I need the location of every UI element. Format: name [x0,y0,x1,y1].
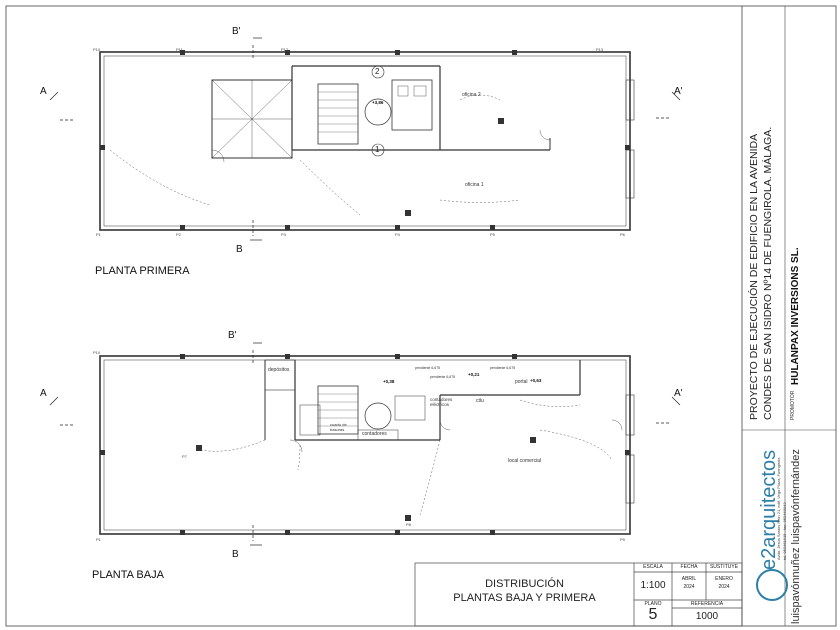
room-contadores: contadores [362,431,387,437]
grid-label-p13: P13 [596,47,604,52]
grid-label-p4: P4 [395,232,400,237]
room-local-comercial: local comercial [508,458,542,464]
replaces-value-year: 2024 [718,584,730,590]
section-marks-upper [49,37,681,241]
firm-address: Avda. Jesús Santos Rein 21, edif. Vega P… [776,457,781,560]
promotor-value: HULANPAX INVERSIONS SL. [790,247,801,385]
sheet-frame [5,5,837,627]
firm-logo-icon [756,569,788,601]
drawing-title-2: PLANTAS BAJA Y PRIMERA [453,592,596,604]
title-block-frame [414,562,743,627]
upper-plan-title: PLANTA PRIMERA [95,265,190,277]
lower-level-mark-3: +0,63 [530,378,542,383]
date-value-year: 2024 [683,584,695,590]
section-b-lower: B [232,549,239,560]
section-b-prime-upper: B' [232,26,241,37]
grid-label-p1: P1 [96,232,101,237]
slope-label-1: pendiente 6,675 [415,366,441,370]
firm-phone: tel. 952461915 - fax. 952463343 [782,502,787,560]
replaces-value-month: ENERO [715,576,733,582]
room-oficina-1: oficina 1 [465,182,484,188]
ref-label: REFERENCIA [690,601,724,607]
grid-label-p8: P8 [406,522,411,527]
room-cuarto-basuras: cuarto de basuras [330,422,347,432]
plan-value: 5 [648,606,658,623]
project-line-1: PROYECTO DE EJECUCIÓN DE EDIFICIO EN LA … [748,133,760,420]
room-contadores-electricos: contadores eléctricos [430,397,453,407]
circle-label-2: 2 [375,67,380,76]
grid-label-p5: P5 [490,232,495,237]
section-a-prime-upper: A' [674,86,683,97]
section-a-prime-lower: A' [674,388,683,399]
lower-plan-title: PLANTA BAJA [92,569,164,581]
grid-label-p7: P7 [182,454,187,459]
slope-label-2: pendiente 6,675 [490,366,516,370]
room-ctlu: ctlu [476,398,484,404]
slope-label-3: pendiente 6,675 [430,375,456,379]
date-value-month: ABRIL [681,576,697,582]
grid-label-p6: P6 [620,232,625,237]
grid-label-p2: P2 [176,232,181,237]
grid-label-p12: P12 [281,47,289,52]
replaces-label: SUSTITUYE [709,564,739,570]
section-b-prime-lower: B' [228,330,237,341]
grid-label-p9: P9 [620,537,625,542]
firm-architects: luispavónnuñez luispavónfernández [790,449,802,624]
project-line-2: CONDES DE SAN ISIDRO Nº14 DE FUENGIROLA.… [762,126,774,420]
scale-value: 1:100 [640,580,666,591]
grid-label-p10-lower: P10 [93,350,101,355]
upper-level-mark: +3,86 [372,100,384,105]
grid-label-p3: P3 [281,232,286,237]
room-depositos: depósitos [268,367,290,373]
grid-label-p10: P10 [93,47,101,52]
ref-value: 1000 [695,611,719,622]
lower-level-mark-2: +0,21 [468,372,480,377]
section-a-lower: A [40,388,47,399]
upper-floor-plan [99,50,635,231]
circle-label-1: 1 [375,145,380,154]
room-oficina-2: oficina 2 [462,92,481,98]
lower-level-mark-1: +0,38 [383,379,395,384]
lower-floor-plan [99,354,635,535]
drawing-title-1: DISTRIBUCIÓN [485,578,564,590]
room-portal: portal [515,379,528,385]
date-label: FECHA [680,564,698,570]
grid-label-p11: P11 [176,47,183,52]
section-a-upper: A [40,86,47,97]
grid-label-p1-lower: P1 [96,537,101,542]
scale-label: ESCALA [643,564,663,570]
plan-label: PLANO [644,601,662,607]
promotor-label: PROMOTOR [790,390,796,420]
section-b-upper: B [236,244,243,255]
section-marks-lower [49,342,681,546]
